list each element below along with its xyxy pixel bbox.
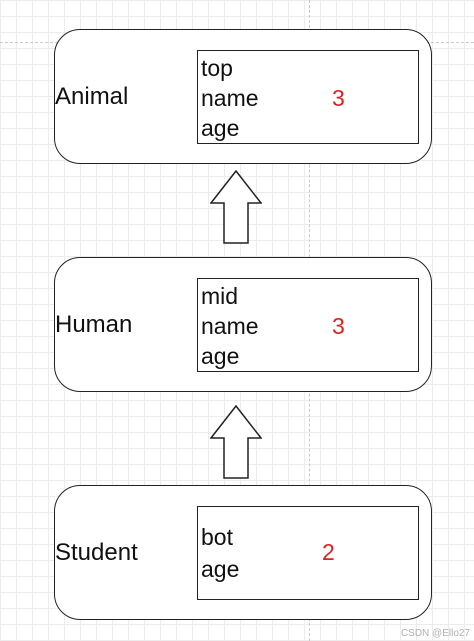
field-item: mid [201, 283, 239, 309]
field-box-human[interactable]: mid name age 3 [197, 278, 419, 372]
field-list-animal: top name age [201, 53, 259, 143]
field-item: name [201, 313, 259, 339]
field-item: age [201, 556, 240, 582]
class-box-student[interactable]: Student bot age 2 [54, 485, 432, 620]
field-item: bot [201, 524, 233, 550]
field-list-human: mid name age [201, 281, 259, 371]
class-name-student: Student [55, 538, 138, 566]
class-box-human[interactable]: Human mid name age 3 [54, 257, 432, 392]
field-box-animal[interactable]: top name age 3 [197, 50, 419, 144]
field-box-student[interactable]: bot age 2 [197, 506, 419, 600]
field-count-animal: 3 [332, 85, 345, 111]
field-item: top [201, 55, 233, 81]
field-list-student: bot age [201, 521, 239, 585]
field-item: age [201, 115, 240, 141]
field-count-student: 2 [322, 539, 335, 565]
inheritance-arrow-up-icon [210, 170, 262, 244]
class-box-animal[interactable]: Animal top name age 3 [54, 29, 432, 164]
field-item: name [201, 85, 259, 111]
inheritance-arrow-up-icon [210, 405, 262, 479]
class-name-animal: Animal [55, 82, 129, 110]
watermark: CSDN @Ello27 [400, 628, 470, 639]
field-count-human: 3 [332, 313, 345, 339]
class-name-human: Human [55, 310, 133, 338]
field-item: age [201, 343, 240, 369]
